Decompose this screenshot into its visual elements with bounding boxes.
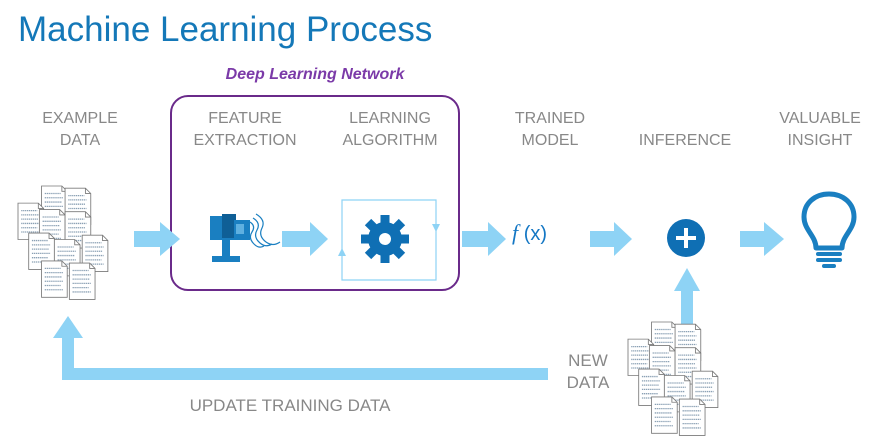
lightbulb-icon: [801, 191, 857, 268]
network-title: Deep Learning Network: [225, 66, 405, 83]
update-loop-arrowhead: [53, 316, 83, 338]
page-title: Machine Learning Process: [18, 10, 433, 49]
flow-arrow: [462, 222, 506, 256]
flow-arrow: [282, 222, 328, 256]
inference-plus-icon: [667, 219, 705, 257]
new-data-arrowhead: [674, 268, 700, 291]
flow-arrow: [134, 222, 180, 256]
stage-label-inference: INFERENCE: [638, 132, 732, 149]
deep-learning-network-box: [170, 95, 460, 291]
flow-arrow: [590, 222, 632, 256]
update-loop-arrow-line: [62, 336, 548, 380]
new-data-documents-icon: [628, 322, 718, 435]
new-data-arrow-line: [681, 289, 693, 325]
update-training-data-label: UPDATE TRAINING DATA: [189, 396, 391, 415]
flow-arrow: [740, 222, 784, 256]
example-data-documents-icon: [18, 186, 108, 299]
feature-extraction-icon: [210, 213, 281, 262]
model-function-label: f (x): [512, 220, 548, 245]
learning-algorithm-icon: [338, 199, 440, 281]
